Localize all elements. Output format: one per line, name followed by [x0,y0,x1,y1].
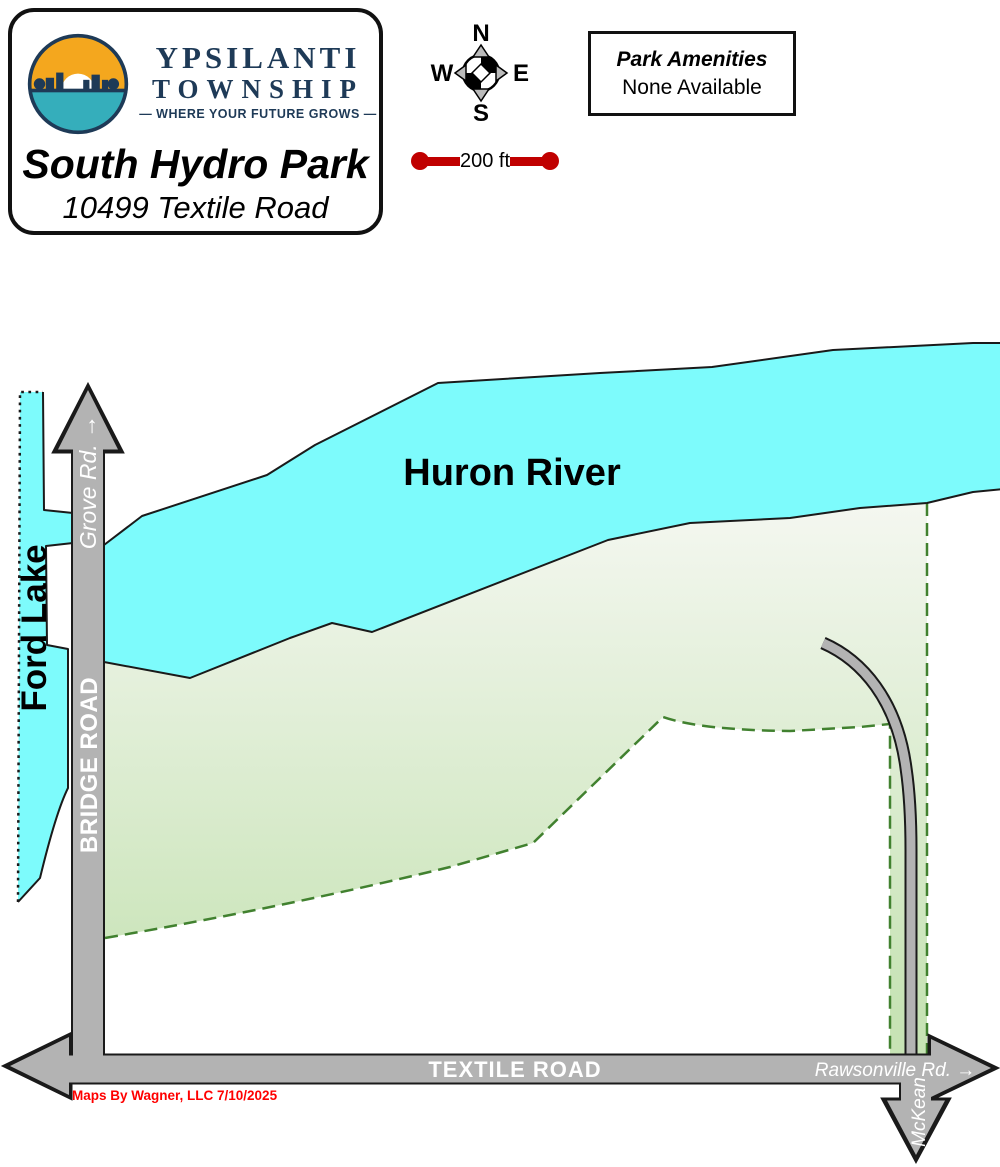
mckean-curve-road [821,638,916,1058]
scale-bar-right-segment [510,156,544,166]
grove-road-label: Grove Rd. → [75,415,101,549]
amenities-value: None Available [622,75,762,99]
compass-pointer-east [495,63,509,83]
scale-bar-label: 200 ft [460,149,511,172]
huron-river-water [103,342,1000,679]
ford-lake-shore [17,391,74,903]
huron-river-label: Huron River [403,452,621,494]
amenities-title: Park Amenities [616,48,768,72]
rawsonville-road-label: Rawsonville Rd. → [815,1060,976,1081]
compass-label-s: S [473,100,489,127]
textile-road-label: TEXTILE ROAD [428,1057,601,1082]
compass-label-e: E [513,60,529,87]
park-title: South Hydro Park [22,141,369,187]
scale-bar: 200 ft [411,149,560,173]
road-fills [10,390,991,1155]
compass-rose: N S W E [431,20,529,127]
park-area [104,503,927,1054]
compass-pointer-south [471,88,491,103]
ford-lake-water [18,392,73,902]
township-tagline: — WHERE YOUR FUTURE GROWS — [139,107,377,122]
scale-bar-right-dot [541,152,560,170]
scale-bar-left-segment [427,156,460,166]
bridge-road-label: BRIDGE ROAD [76,677,103,853]
compass-pointer-west [453,63,467,83]
amenities-box: Park Amenities None Available [588,31,796,116]
scale-bar-left-dot [411,152,429,170]
park-boundary-south [104,715,892,1054]
mckean-road-label: McKean [909,1077,930,1147]
ford-lake-label: Ford Lake [15,544,54,711]
compass-pointer-north [471,43,491,58]
title-box: YPSILANTI TOWNSHIP — WHERE YOUR FUTURE G… [8,8,383,235]
compass-label-w: W [431,60,454,87]
township-logo-icon [27,33,129,135]
township-name-line1: YPSILANTI [155,40,361,75]
compass-label-n: N [472,20,489,47]
township-name-line2: TOWNSHIP [151,73,365,104]
park-address: 10499 Textile Road [62,190,329,225]
map-credit: Maps By Wagner, LLC 7/10/2025 [72,1088,278,1103]
compass-center-diamond [470,62,492,84]
township-brand: YPSILANTI TOWNSHIP — WHERE YOUR FUTURE G… [132,40,384,122]
